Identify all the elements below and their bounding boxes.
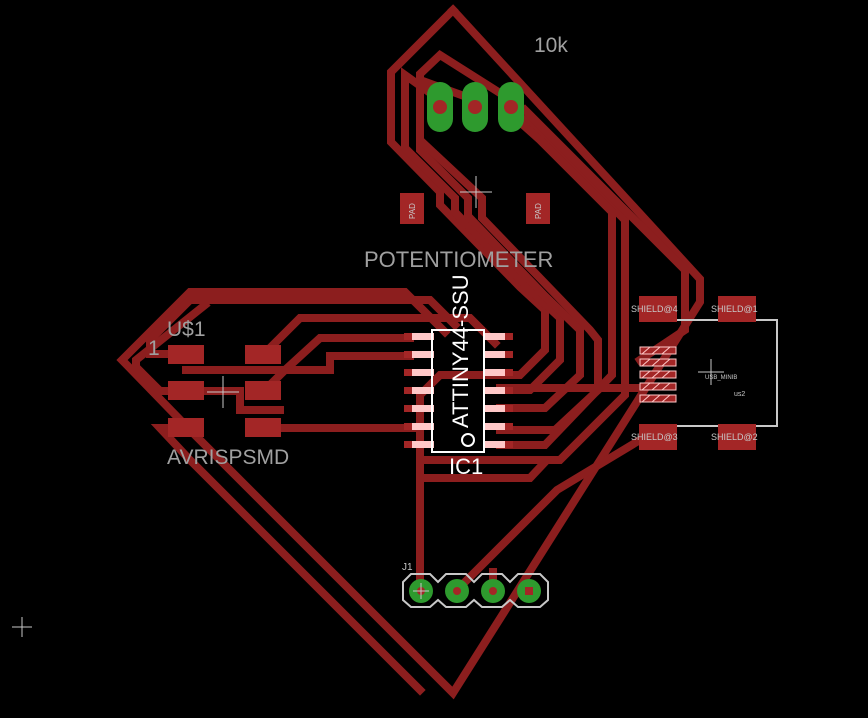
trace-header-1 <box>416 456 551 482</box>
usb-connector: SHIELD@4 SHIELD@1 SHIELD@3 SHIELD@2 USB_… <box>631 296 778 450</box>
isp-pad-6 <box>245 418 281 437</box>
ic-pads-left <box>404 333 434 448</box>
pot-pad-2 <box>462 82 488 132</box>
pot-value-label: 10k <box>534 34 568 57</box>
pot-mount-pad-right <box>526 193 550 224</box>
ic-pin1-marker <box>461 433 475 447</box>
attiny-ic: ATTINY44-SSU IC1 <box>404 274 513 479</box>
avrisp-connector: U$1 1 AVRISPSMD <box>148 318 289 469</box>
trace-isp-pin4 <box>258 334 414 397</box>
usb-shield-2 <box>718 424 756 450</box>
isp-name-label: U$1 <box>167 318 206 341</box>
usb-signal-pads <box>639 346 677 403</box>
usb-name-label: us2 <box>734 391 745 398</box>
trace-header-2 <box>451 424 666 596</box>
pot-pad-3 <box>498 82 524 132</box>
usb-shield-3 <box>639 424 677 450</box>
potentiometer: PAD PAD 10k POTENTIOMETER <box>364 34 568 272</box>
usb-shield4-label: SHIELD@4 <box>631 304 678 314</box>
trace-pot-1 <box>401 67 564 394</box>
pot-name-label: POTENTIOMETER <box>364 247 553 272</box>
isp-pad-5 <box>168 418 204 437</box>
header-pin-4 <box>517 579 541 603</box>
trace-outer-loop <box>387 4 549 594</box>
pot-pad-left-label: PAD <box>408 203 417 219</box>
usb-origin-cross <box>698 359 724 385</box>
pot-mount-pad-left <box>400 193 424 224</box>
pot-pad-1 <box>427 82 453 132</box>
isp-pad-4 <box>245 381 281 400</box>
usb-value-label: USB_MINIB <box>705 375 737 381</box>
ic-pad-ends <box>404 333 513 448</box>
ic-name-label: IC1 <box>449 454 483 479</box>
ic-body-outline <box>431 329 485 453</box>
isp-pin1-label: 1 <box>148 337 160 360</box>
usb-pad-hatch <box>641 346 671 403</box>
trace-isp-gnd <box>146 296 461 358</box>
pot-pad-right-label: PAD <box>534 203 543 219</box>
trace-isp-miso <box>182 352 414 374</box>
header-origin-cross <box>413 583 429 599</box>
ic-value-label: ATTINY44-SSU <box>448 274 473 428</box>
header-pin-3 <box>481 579 505 603</box>
isp-value-label: AVRISPSMD <box>167 446 289 469</box>
pot-origin-cross <box>460 176 492 208</box>
header-outline <box>402 573 549 608</box>
isp-pad-2 <box>245 345 281 364</box>
header-pin-2 <box>445 579 469 603</box>
usb-outline <box>676 319 778 427</box>
usb-shield-1 <box>718 296 756 322</box>
usb-shield1-label: SHIELD@1 <box>711 304 758 314</box>
trace-pot-5 <box>496 109 616 449</box>
isp-origin-cross <box>207 376 239 408</box>
traces <box>116 4 704 700</box>
trace-usb-1 <box>519 104 689 366</box>
usb-shield-4 <box>639 296 677 322</box>
header-name-label: J1 <box>402 562 413 573</box>
header-j1: J1 <box>402 562 549 608</box>
usb-shield3-label: SHIELD@3 <box>631 432 678 442</box>
ic-pads-right <box>483 333 513 448</box>
isp-pad-1 <box>168 345 204 364</box>
usb-shield2-label: SHIELD@2 <box>711 432 758 442</box>
board-origin-crosshair-icon <box>12 617 32 637</box>
isp-pad-3 <box>168 381 204 400</box>
